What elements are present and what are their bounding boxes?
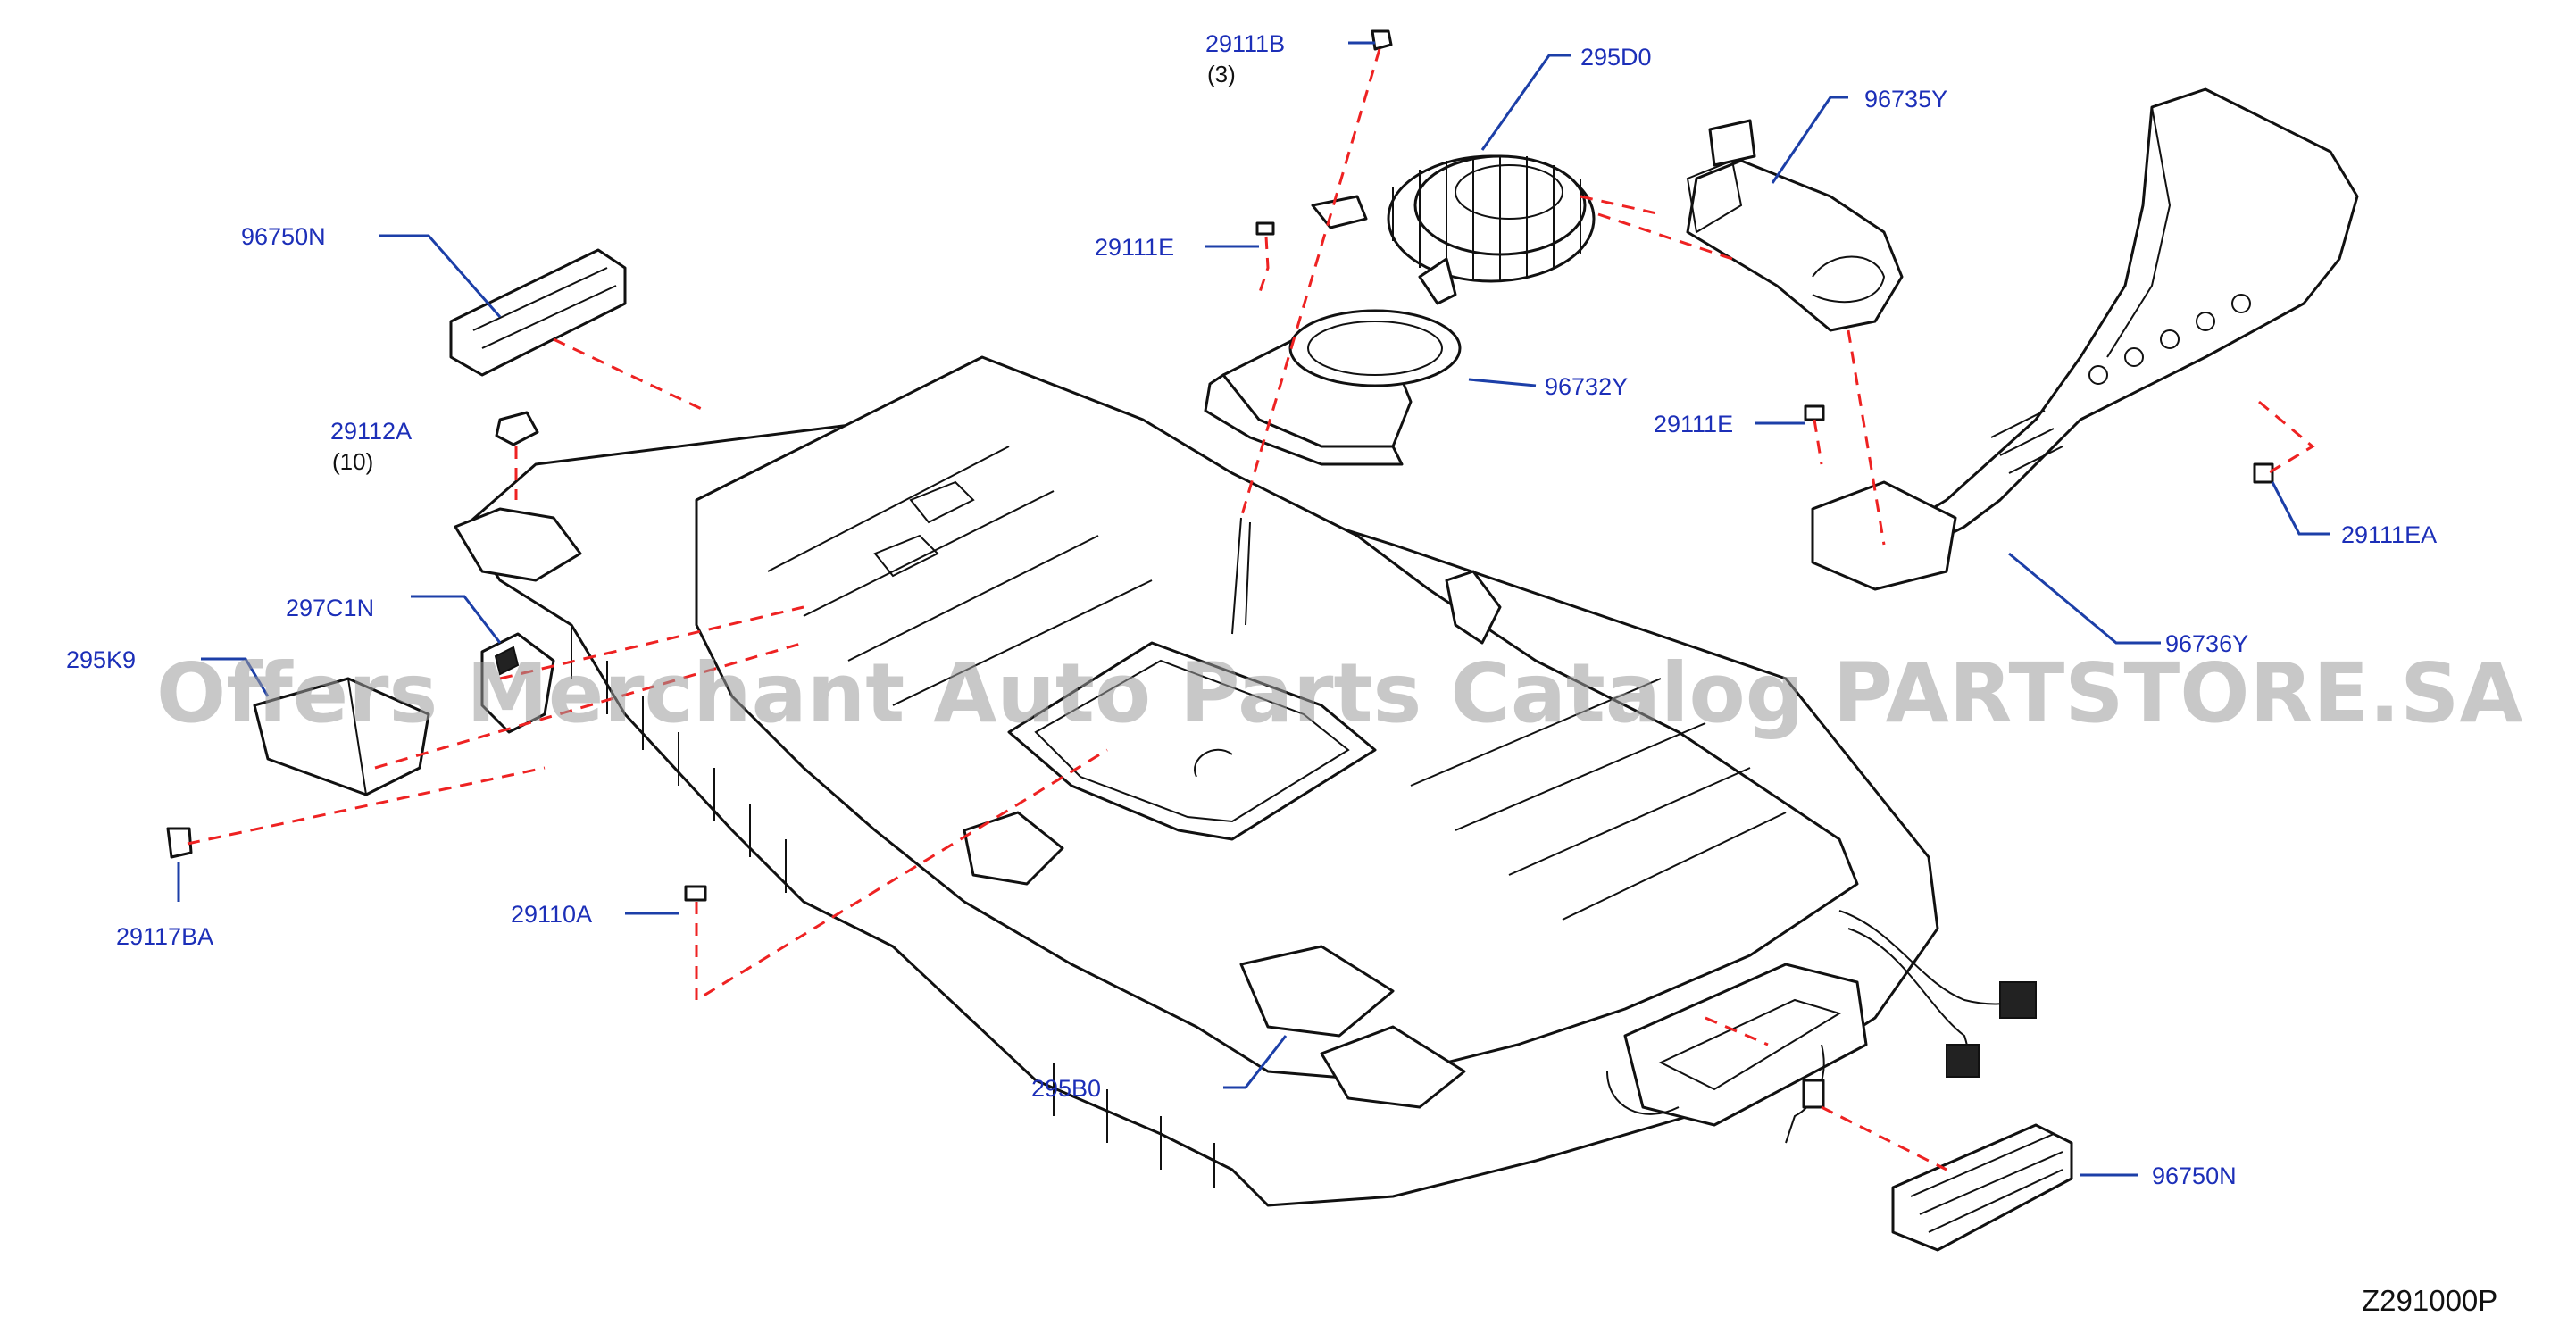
battery-pack-illustration: [454, 355, 2037, 1207]
callout-label[interactable]: 29117BA: [116, 923, 213, 950]
callout-label[interactable]: 295D0: [1580, 44, 1652, 71]
watermark-text: Offers Merchant Auto Parts Catalog PARTS…: [156, 646, 2523, 741]
callout-label[interactable]: 96750N: [2152, 1162, 2237, 1189]
callout-label[interactable]: 96736Y: [2165, 630, 2248, 657]
callout-label[interactable]: 295B0: [1031, 1075, 1101, 1102]
callout-qty: (3): [1207, 61, 1236, 88]
callout-label[interactable]: 29111EA: [2341, 521, 2437, 548]
callout-label[interactable]: 297C1N: [286, 595, 374, 621]
callout-label[interactable]: 29110A: [511, 901, 592, 928]
assembly-guide-lines: [187, 48, 2315, 1171]
callout-label[interactable]: 29111B: [1205, 30, 1285, 57]
fastener-illustrations: [166, 29, 2274, 1109]
upper-vent-grille-illustration: [449, 248, 627, 377]
callout-labels: 29111B (3) 295D0 96735Y 96750N 29111E 96…: [66, 30, 2437, 1189]
callout-label[interactable]: 29112A: [330, 418, 412, 445]
callout-label[interactable]: 29111E: [1095, 234, 1174, 261]
long-air-duct-illustration: [1811, 88, 2359, 591]
callout-label[interactable]: 96735Y: [1864, 86, 1947, 112]
callout-label[interactable]: 295K9: [66, 646, 136, 673]
callout-label[interactable]: 29111E: [1654, 411, 1733, 438]
sensor-module-illustration: [480, 632, 555, 734]
upper-air-duct-illustration: [1686, 119, 1904, 332]
callout-leaders: [177, 41, 2330, 1177]
fan-duct-adapter-illustration: [1204, 309, 1462, 466]
cooling-fan-illustration: [1311, 154, 1596, 305]
figure-code: Z291000P: [2362, 1284, 2497, 1317]
callout-label[interactable]: 96750N: [241, 223, 326, 250]
lower-vent-grille-illustration: [1891, 1123, 2073, 1252]
callout-qty: (10): [332, 448, 373, 475]
callout-label[interactable]: 96732Y: [1545, 373, 1628, 400]
